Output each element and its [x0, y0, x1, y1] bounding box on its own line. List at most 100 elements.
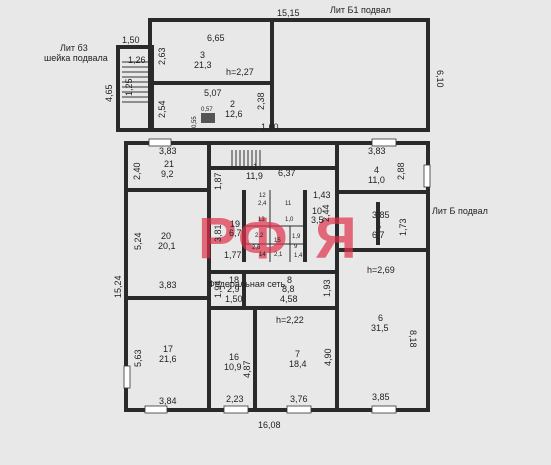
watermark-text: Федеральная сеть [208, 279, 286, 289]
room-16-area: 10,9 [224, 362, 242, 372]
room-5-dim-a: 3,85 [372, 210, 390, 220]
small-room-14: 14 [259, 252, 266, 258]
room-5-num: 5 [376, 221, 381, 231]
room-20-area: 20,1 [158, 241, 176, 251]
room-2-dim-b: 2,54 [157, 100, 167, 118]
svg-text:Ф: Ф [238, 206, 288, 271]
room-10-dim-a: 1,43 [313, 190, 331, 200]
label-lit-b3-2: шейка подвала [44, 53, 108, 63]
room-2-dim-d: 1,60 [261, 122, 279, 132]
watermark: P Ф Я Федеральная сеть [198, 206, 357, 289]
room-19-dim-b: 1,77 [224, 250, 242, 260]
room-19-dim-a: 3,81 [213, 224, 223, 242]
small-room-12: 12 [259, 193, 266, 199]
dim-right-upper: 6,10 [435, 70, 445, 88]
label-lit-b3-1: Лит б3 [60, 43, 88, 53]
lower-block-walls [124, 141, 430, 412]
svg-text:Я: Я [315, 206, 357, 271]
label-lit-b: Лит Б подвал [432, 206, 488, 216]
room-21-area: 9,2 [161, 169, 174, 179]
room-16-num: 16 [229, 352, 239, 362]
dim-top: 15,15 [277, 8, 300, 18]
small-room-14-area: 2,1 [274, 252, 283, 258]
room-10-area: 3,5 [311, 215, 324, 225]
small-rooms-cluster: 12 2,4 11 13 1,0 2,2 15 14 2,1 2,6 1,9 9… [252, 193, 303, 259]
stair-dim-b: 1,26 [128, 55, 146, 65]
small-room-13: 13 [258, 217, 265, 223]
room-6-num: 6 [378, 313, 383, 323]
small-room-9: 9 [294, 244, 298, 250]
small-room-15: 15 [274, 238, 281, 244]
room-7-height: h=2,22 [276, 315, 304, 325]
room-7-dim-b: 3,76 [290, 394, 308, 404]
room-16-dim-a: 4,87 [242, 360, 252, 378]
small-room-dim-b: 1,9 [292, 234, 301, 240]
small-room-13-area: 1,0 [285, 217, 294, 223]
label-lit-b1: Лит Б1 подвал [330, 5, 391, 15]
room-4-area: 11,0 [368, 175, 385, 185]
room-17-dim-b: 3,84 [159, 396, 177, 406]
room-8-num: 8 [287, 275, 292, 285]
room-19-num: 19 [230, 219, 240, 229]
dim-left-upper: 4,65 [104, 84, 114, 102]
room-2-dim-a: 5,07 [204, 88, 222, 98]
room-1-area: 11,9 [246, 171, 263, 181]
small-room-11: 11 [285, 201, 292, 207]
room-3-num: 3 [200, 50, 205, 60]
room-7-area: 18,4 [289, 359, 307, 369]
room-21-dim-b: 2,40 [132, 162, 142, 180]
room-2-dim-f: 0,57 [201, 107, 213, 113]
room-2-dim-e: 0,55 [192, 116, 198, 128]
room-10-dim-b: 2,44 [321, 204, 331, 222]
external-stair [122, 61, 148, 103]
room-2-area: 12,6 [225, 109, 243, 119]
room-4-dim-a: 3,83 [368, 146, 386, 156]
room-3-area: 21,3 [194, 60, 212, 70]
room-6-area: 31,5 [371, 323, 389, 333]
room-4-num: 4 [374, 165, 379, 175]
room-3-dim-b: 2,63 [157, 47, 167, 65]
small-room-9-area: 1,4 [294, 253, 303, 259]
room-18-area: 2,9 [227, 284, 240, 294]
room-18-num: 18 [229, 275, 239, 285]
room-6-dim-a: 8,18 [408, 330, 418, 348]
dim-left-lower: 15,24 [113, 275, 123, 298]
room-5-area: 6,7 [372, 230, 385, 240]
room-18-dim-b: 1,50 [225, 294, 243, 304]
dim-bottom: 16,08 [258, 420, 281, 430]
stair-neck-walls [116, 45, 154, 132]
room-20-dim-a: 5,24 [133, 232, 143, 250]
room-7-num: 7 [295, 349, 300, 359]
shaft-box [201, 113, 215, 123]
small-room-dim-a: 2,6 [252, 245, 261, 251]
stair-dim-c: 1,25 [124, 78, 134, 96]
room-3-dim-a: 6,65 [207, 33, 225, 43]
room-2-dim-c: 2,38 [256, 92, 266, 110]
room-8-area: 8,8 [282, 284, 295, 294]
room-6-height: h=2,69 [367, 265, 395, 275]
stair-dim-a: 1,50 [122, 35, 140, 45]
svg-text:P: P [198, 206, 237, 271]
room-21-num: 21 [164, 159, 174, 169]
room-17-area: 21,6 [159, 354, 177, 364]
room-17-num: 17 [163, 344, 173, 354]
room-2-num: 2 [230, 99, 235, 109]
room-1-dim-a: 1,87 [213, 172, 223, 190]
room-18-dim-a: 1,94 [213, 280, 223, 298]
room-20-dim-b: 3,83 [159, 280, 177, 290]
windows [123, 138, 431, 414]
room-8-dim-b: 1,93 [322, 279, 332, 297]
room-3-height: h=2,27 [226, 67, 254, 77]
room-20-num: 20 [161, 231, 171, 241]
room-21-dim-a: 3,83 [159, 146, 177, 156]
room-10-num: 10 [312, 206, 322, 216]
room-19-area: 6,7 [229, 228, 242, 238]
room-5-dim-b: 1,73 [398, 218, 408, 236]
room-8-dim-a: 4,58 [280, 294, 298, 304]
interior-stair [231, 150, 261, 166]
room-4-dim-b: 2,88 [396, 162, 406, 180]
room-6-dim-b: 3,85 [372, 392, 390, 402]
room-1-dim-b: 6,37 [278, 168, 296, 178]
room-7-dim-a: 4,90 [323, 348, 333, 366]
